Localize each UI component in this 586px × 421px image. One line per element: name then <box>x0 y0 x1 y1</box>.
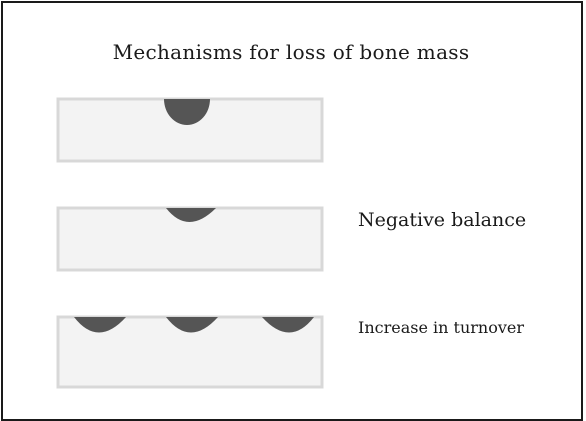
resorption-cavity <box>262 317 314 333</box>
panel-increase-turnover <box>56 315 324 389</box>
label-negative-balance: Negative balance <box>358 209 527 231</box>
diagram-title: Mechanisms for loss of bone mass <box>112 40 470 64</box>
label-increase-turnover: Increase in turnover <box>358 318 524 337</box>
resorption-cavity <box>164 99 210 125</box>
panel-negative-balance <box>56 206 324 272</box>
resorption-cavity <box>74 317 126 333</box>
panel-normal-remodeling <box>56 97 324 163</box>
resorption-cavity <box>166 208 216 222</box>
resorption-cavity <box>166 317 218 333</box>
